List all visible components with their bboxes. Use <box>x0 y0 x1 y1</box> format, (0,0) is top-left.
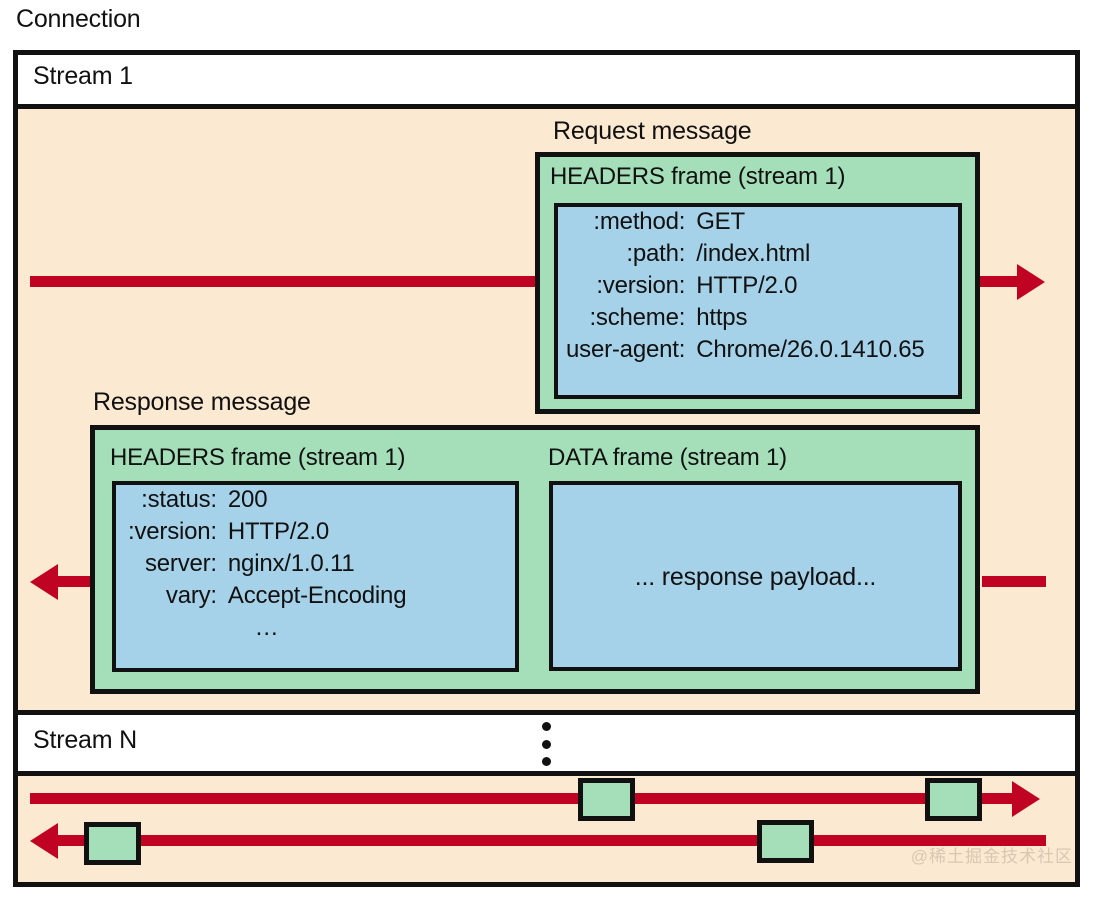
table-row: :version: HTTP/2.0 <box>128 517 406 552</box>
vertical-ellipsis-icon <box>538 722 554 766</box>
response-arrow-segment-left <box>56 576 92 587</box>
table-row: :status: 200 <box>128 486 406 520</box>
stream-n-inbound-arrow-head-icon <box>30 823 58 859</box>
ellipsis-dot <box>541 722 551 731</box>
header-value: nginx/1.0.11 <box>227 549 355 577</box>
stream-1-header-band <box>18 55 1075 104</box>
table-row: :path: /index.html <box>566 239 925 274</box>
header-key: server: <box>144 549 217 577</box>
response-headers-more-indicator: ... <box>255 613 279 641</box>
ellipsis-dot <box>541 739 551 749</box>
table-row: user-agent: Chrome/26.0.1410.65 <box>566 335 925 370</box>
stream-n-top-divider <box>18 710 1075 715</box>
table-row: :version: HTTP/2.0 <box>566 271 925 306</box>
table-row: :scheme: https <box>566 303 925 338</box>
table-row: ... <box>128 613 406 648</box>
header-key: :path: <box>626 239 686 267</box>
header-key: :method: <box>593 208 686 235</box>
stream-n-label: Stream N <box>33 726 137 754</box>
header-value: GET <box>696 208 745 235</box>
header-key: :scheme: <box>589 303 686 331</box>
stream-n-header-divider <box>18 771 1075 776</box>
request-arrow-head-icon <box>1017 264 1045 300</box>
stream-n-frame-block <box>757 820 814 863</box>
response-message-caption: Response message <box>93 388 311 416</box>
stream-n-outbound-arrow-head-icon <box>1012 781 1040 817</box>
header-value: Chrome/26.0.1410.65 <box>696 335 925 363</box>
header-value: Accept-Encoding <box>227 581 407 609</box>
header-key: vary: <box>165 581 217 609</box>
request-headers-table: :method: GET :path: /index.html :version… <box>566 208 925 370</box>
header-key: :status: <box>141 486 217 513</box>
header-value: https <box>696 303 748 331</box>
stream-n-outbound-arrow-line <box>30 793 1023 804</box>
request-message-caption: Request message <box>553 117 752 145</box>
table-row: vary: Accept-Encoding <box>128 581 407 616</box>
data-frame-payload-text: ... response payload... <box>634 563 877 591</box>
ellipsis-dot <box>541 757 551 766</box>
response-arrow-head-icon <box>30 564 58 600</box>
stream-1-header-divider <box>18 104 1075 109</box>
stream-n-frame-block <box>84 822 141 865</box>
header-key: :version: <box>596 271 686 299</box>
response-headers-table: :status: 200 :version: HTTP/2.0 server: … <box>128 486 407 648</box>
stream-1-label: Stream 1 <box>33 62 133 90</box>
stream-n-frame-block <box>578 778 635 821</box>
table-row: server: nginx/1.0.11 <box>128 549 406 584</box>
header-key: :version: <box>128 517 217 545</box>
response-headers-payload-box <box>112 481 519 672</box>
connection-label: Connection <box>16 5 141 33</box>
request-headers-payload-box <box>554 203 962 399</box>
response-headers-frame-title: HEADERS frame (stream 1) <box>110 444 406 471</box>
request-arrow-segment-left <box>30 276 542 287</box>
header-value: HTTP/2.0 <box>227 517 329 545</box>
header-value: /index.html <box>696 239 811 267</box>
request-arrow-segment-right <box>975 276 1020 287</box>
watermark-text: @稀土掘金技术社区 <box>910 847 1073 866</box>
stream-n-frame-block <box>925 778 982 821</box>
data-frame-payload-box <box>549 481 962 671</box>
header-key: user-agent: <box>566 335 686 363</box>
header-value: 200 <box>227 486 268 513</box>
data-frame-title: DATA frame (stream 1) <box>548 444 787 471</box>
header-value: HTTP/2.0 <box>696 271 798 299</box>
request-headers-frame-title: HEADERS frame (stream 1) <box>550 163 846 190</box>
stream-n-inbound-arrow-line <box>56 835 1046 846</box>
response-arrow-segment-right <box>982 576 1046 587</box>
table-row: :method: GET <box>566 208 925 242</box>
